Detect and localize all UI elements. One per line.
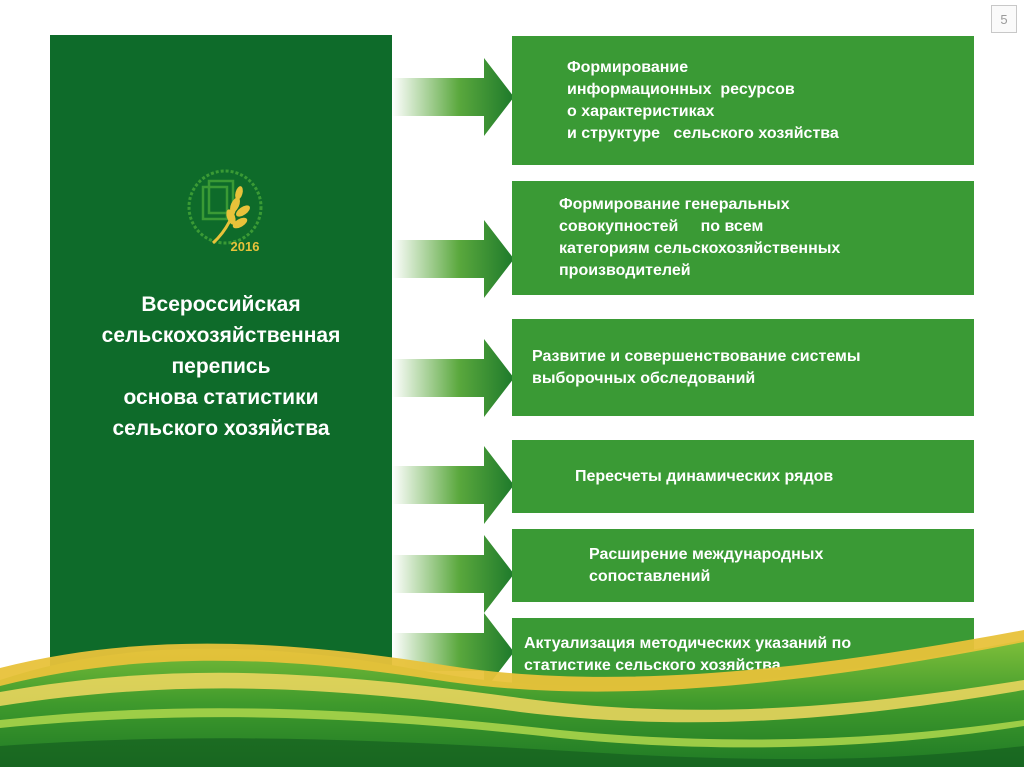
main-title: Всероссийская сельскохозяйственная переп…	[50, 289, 392, 444]
main-title-line: перепись	[171, 355, 271, 378]
census-panel: 2016 Всероссийская сельскохозяйственная …	[50, 35, 392, 685]
box-time-series: Пересчеты динамических рядов	[512, 440, 974, 513]
arrow-1-icon	[392, 58, 514, 136]
decorative-field-waves	[0, 630, 1024, 767]
box-sample-surveys: Развитие и совершенствование системы выб…	[512, 319, 974, 416]
page-number: 5	[991, 5, 1017, 33]
box-text: Развитие и совершенствование системы выб…	[532, 347, 861, 387]
box-general-populations: Формирование генеральных совокупностей п…	[512, 181, 974, 295]
box-text: Пересчеты динамических рядов	[575, 467, 834, 485]
arrow-2-icon	[392, 220, 514, 298]
main-title-line: Всероссийская	[141, 293, 301, 316]
box-text: Расширение международных сопоставлений	[589, 545, 824, 585]
main-title-line: сельскохозяйственная	[101, 324, 341, 347]
box-text: Актуализация методических указаний по ст…	[524, 634, 852, 674]
arrow-6-icon	[392, 613, 514, 691]
census-logo-icon: 2016	[187, 169, 263, 254]
box-international: Расширение международных сопоставлений	[512, 529, 974, 602]
main-title-line: основа статистики	[123, 386, 319, 409]
main-title-line: сельского хозяйства	[112, 417, 330, 440]
logo-year: 2016	[231, 239, 260, 254]
box-text: Формирование генеральных совокупностей п…	[559, 196, 841, 279]
arrow-3-icon	[392, 339, 514, 417]
arrow-5-icon	[392, 535, 514, 613]
arrow-4-icon	[392, 446, 514, 524]
box-text: Формирование информационных ресурсов о х…	[567, 58, 839, 142]
box-information-resources: Формирование информационных ресурсов о х…	[512, 36, 974, 165]
